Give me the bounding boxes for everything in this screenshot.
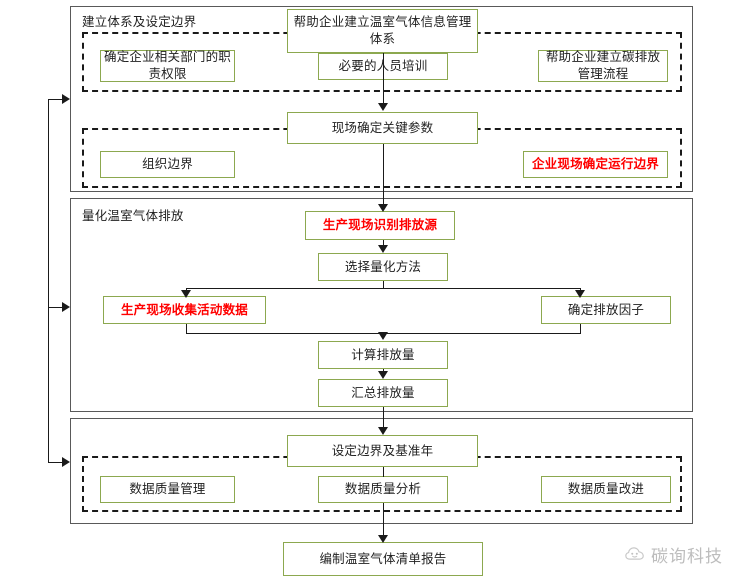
connector-baseyear-to-analysis (383, 467, 384, 477)
connector-feedback-to-section1 (48, 99, 64, 100)
box-help-build-carbon-process[interactable]: 帮助企业建立碳排放管理流程 (538, 50, 668, 82)
connector-feedback-to-section2 (48, 307, 64, 308)
box-calculate-emissions[interactable]: 计算排放量 (318, 341, 448, 369)
arrow-feedback-section2 (62, 302, 70, 312)
section-quantify-emissions (70, 198, 693, 412)
arrow-feedback-section1 (62, 94, 70, 104)
section-establish-system (70, 6, 693, 192)
connector-system-to-params (383, 53, 384, 104)
arrow-feedback-section3 (62, 457, 70, 467)
box-organizational-boundary[interactable]: 组织边界 (100, 151, 235, 178)
arrow-merge-to-calculate (378, 332, 388, 340)
connector-method-to-bus (383, 281, 384, 289)
arrow-params-to-identify (378, 204, 388, 212)
connector-feedback-to-section3 (48, 462, 64, 463)
connector-analysis-to-report (383, 503, 384, 540)
box-collect-activity-data[interactable]: 生产现场收集活动数据 (103, 296, 266, 324)
box-identify-emission-sources[interactable]: 生产现场识别排放源 (305, 211, 455, 240)
watermark: 碳询科技 (624, 542, 723, 567)
arrow-system-to-params (378, 103, 388, 111)
box-compile-ghg-inventory-report[interactable]: 编制温室气体清单报告 (283, 542, 483, 576)
box-data-quality-improvement[interactable]: 数据质量改进 (541, 476, 671, 503)
section-quantify-emissions-title: 量化温室气体排放 (82, 209, 184, 223)
connector-aggregate-to-baseyear (383, 407, 384, 430)
section-establish-system-title: 建立体系及设定边界 (82, 15, 197, 29)
box-onsite-operational-boundary[interactable]: 企业现场确定运行边界 (523, 151, 668, 178)
arrow-bus-to-emission-factor (575, 290, 585, 298)
section-data-quality (70, 418, 693, 524)
box-determine-emission-factor[interactable]: 确定排放因子 (541, 296, 671, 324)
box-onsite-key-parameters[interactable]: 现场确定关键参数 (287, 112, 478, 144)
box-data-quality-analysis[interactable]: 数据质量分析 (318, 476, 448, 503)
arrow-aggregate-to-baseyear (378, 427, 388, 435)
box-aggregate-emissions[interactable]: 汇总排放量 (318, 379, 448, 407)
connector-emission-factor-down (580, 324, 581, 334)
connector-split-bus (186, 288, 581, 289)
connector-params-to-identify (383, 144, 384, 207)
connector-collect-data-down (186, 324, 187, 334)
arrow-identify-to-method (378, 245, 388, 253)
box-select-quantification-method[interactable]: 选择量化方法 (318, 253, 448, 281)
arrow-to-final-report (378, 535, 388, 543)
cloud-face-icon (624, 544, 646, 566)
arrow-calculate-to-aggregate (378, 371, 388, 379)
watermark-text: 碳询科技 (651, 547, 723, 566)
box-define-department-duties[interactable]: 确定企业相关部门的职责权限 (100, 50, 235, 82)
box-set-boundary-base-year[interactable]: 设定边界及基准年 (287, 435, 478, 467)
connector-identify-to-method (383, 240, 384, 248)
arrow-bus-to-collect-data (181, 290, 191, 298)
box-help-build-ghg-info-system[interactable]: 帮助企业建立温室气体信息管理体系 (287, 9, 478, 53)
box-data-quality-management[interactable]: 数据质量管理 (100, 476, 235, 503)
connector-feedback-spine (48, 99, 49, 463)
